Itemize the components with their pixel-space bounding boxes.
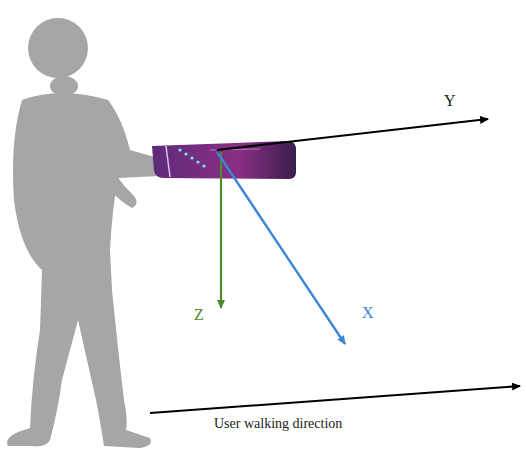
direction-label: User walking direction — [214, 416, 342, 432]
axis-label: Z — [194, 306, 204, 324]
smartphone — [152, 141, 296, 179]
z-axis-arrow — [220, 152, 222, 308]
walking-direction-arrow — [150, 386, 520, 413]
axis-label: X — [362, 304, 374, 322]
y-axis-arrow — [217, 119, 488, 150]
axis-label: Y — [444, 92, 456, 110]
person-silhouette — [7, 18, 167, 448]
x-axis-arrow — [217, 152, 345, 344]
